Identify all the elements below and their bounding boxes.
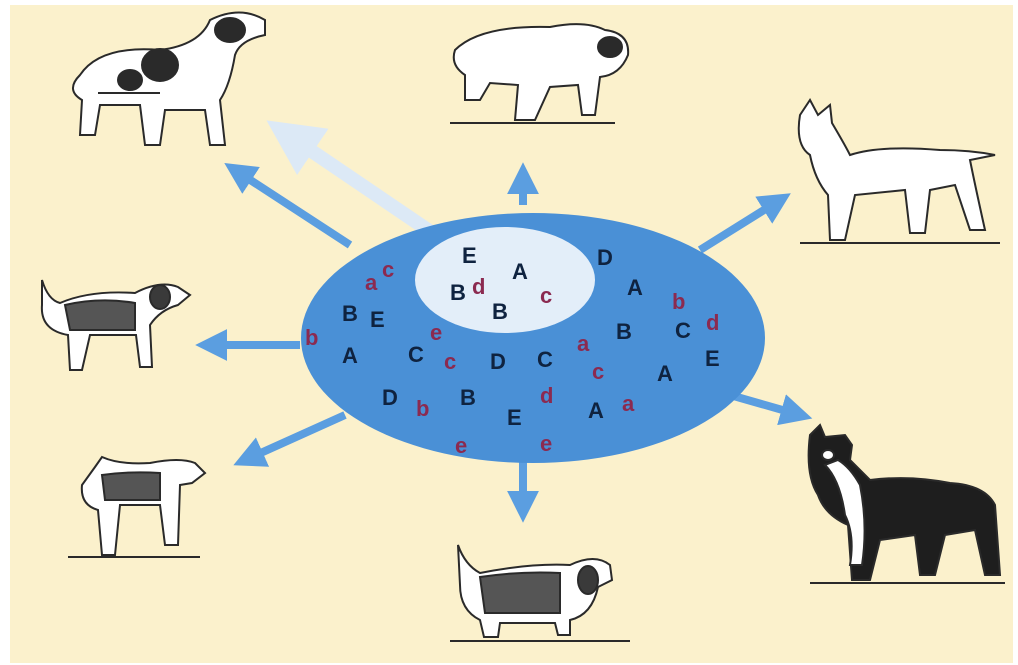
- pool-letter: B: [460, 385, 476, 410]
- pool-letter: c: [382, 257, 394, 282]
- pool-letter: A: [627, 275, 643, 300]
- subset-letter: A: [512, 259, 528, 284]
- pool-letter: E: [507, 405, 522, 430]
- beagle-icon: [40, 279, 192, 371]
- arrow-to-boston-terrier: [728, 391, 813, 426]
- diagram-panel: E A B d B c a c D A B E b C d e b A C c …: [10, 5, 1013, 663]
- pool-letters: a c D A B E b C d e b A C c D C a B E c …: [305, 245, 720, 458]
- faded-arrow-subset-to-spaniel: [266, 120, 454, 251]
- pool-letter: B: [616, 319, 632, 344]
- pool-letter: A: [657, 361, 673, 386]
- pool-letter: D: [382, 385, 398, 410]
- pool-letter: c: [444, 349, 456, 374]
- pool-letter: D: [597, 245, 613, 270]
- pool-letter: a: [622, 391, 635, 416]
- pool-letter: a: [577, 331, 590, 356]
- arrow-to-spaniel: [224, 163, 353, 249]
- pool-letter: D: [490, 349, 506, 374]
- pool-letter: E: [370, 307, 385, 332]
- pool-letter: C: [675, 318, 691, 343]
- arrow-to-airedale: [233, 411, 347, 467]
- subset-letter: c: [540, 283, 552, 308]
- pool-letter: c: [592, 359, 604, 384]
- pit-bull-icon: [797, 98, 1000, 244]
- pool-letter: e: [540, 431, 552, 456]
- pool-letter: A: [588, 398, 604, 423]
- pool-letter: d: [706, 310, 719, 335]
- pool-letter: b: [672, 289, 685, 314]
- pool-letter: e: [455, 433, 467, 458]
- pool-letter: b: [305, 325, 318, 350]
- arrows: [195, 162, 813, 523]
- pool-letter: A: [342, 343, 358, 368]
- basset-hound-icon: [450, 544, 630, 642]
- airedale-icon: [68, 455, 207, 558]
- pool-letter: E: [705, 346, 720, 371]
- subset-letter: B: [450, 280, 466, 305]
- pool-letter: e: [430, 320, 442, 345]
- pool-letter: d: [540, 383, 553, 408]
- subset-letter: B: [492, 299, 508, 324]
- subset-letter: E: [462, 243, 477, 268]
- boston-terrier-icon: [807, 423, 1005, 584]
- subset-letters: E A B d B c: [450, 243, 552, 324]
- pool-letter: b: [416, 396, 429, 421]
- pool-letter: C: [537, 347, 553, 372]
- spaniel-icon: [72, 11, 266, 146]
- pool-letter: B: [342, 301, 358, 326]
- bulldog-icon: [450, 23, 630, 124]
- pool-letter: C: [408, 342, 424, 367]
- subset-ellipse: [415, 227, 595, 333]
- subset-letter: d: [472, 274, 485, 299]
- pool-letter: a: [365, 270, 378, 295]
- arrow-to-pit-bull: [697, 193, 791, 254]
